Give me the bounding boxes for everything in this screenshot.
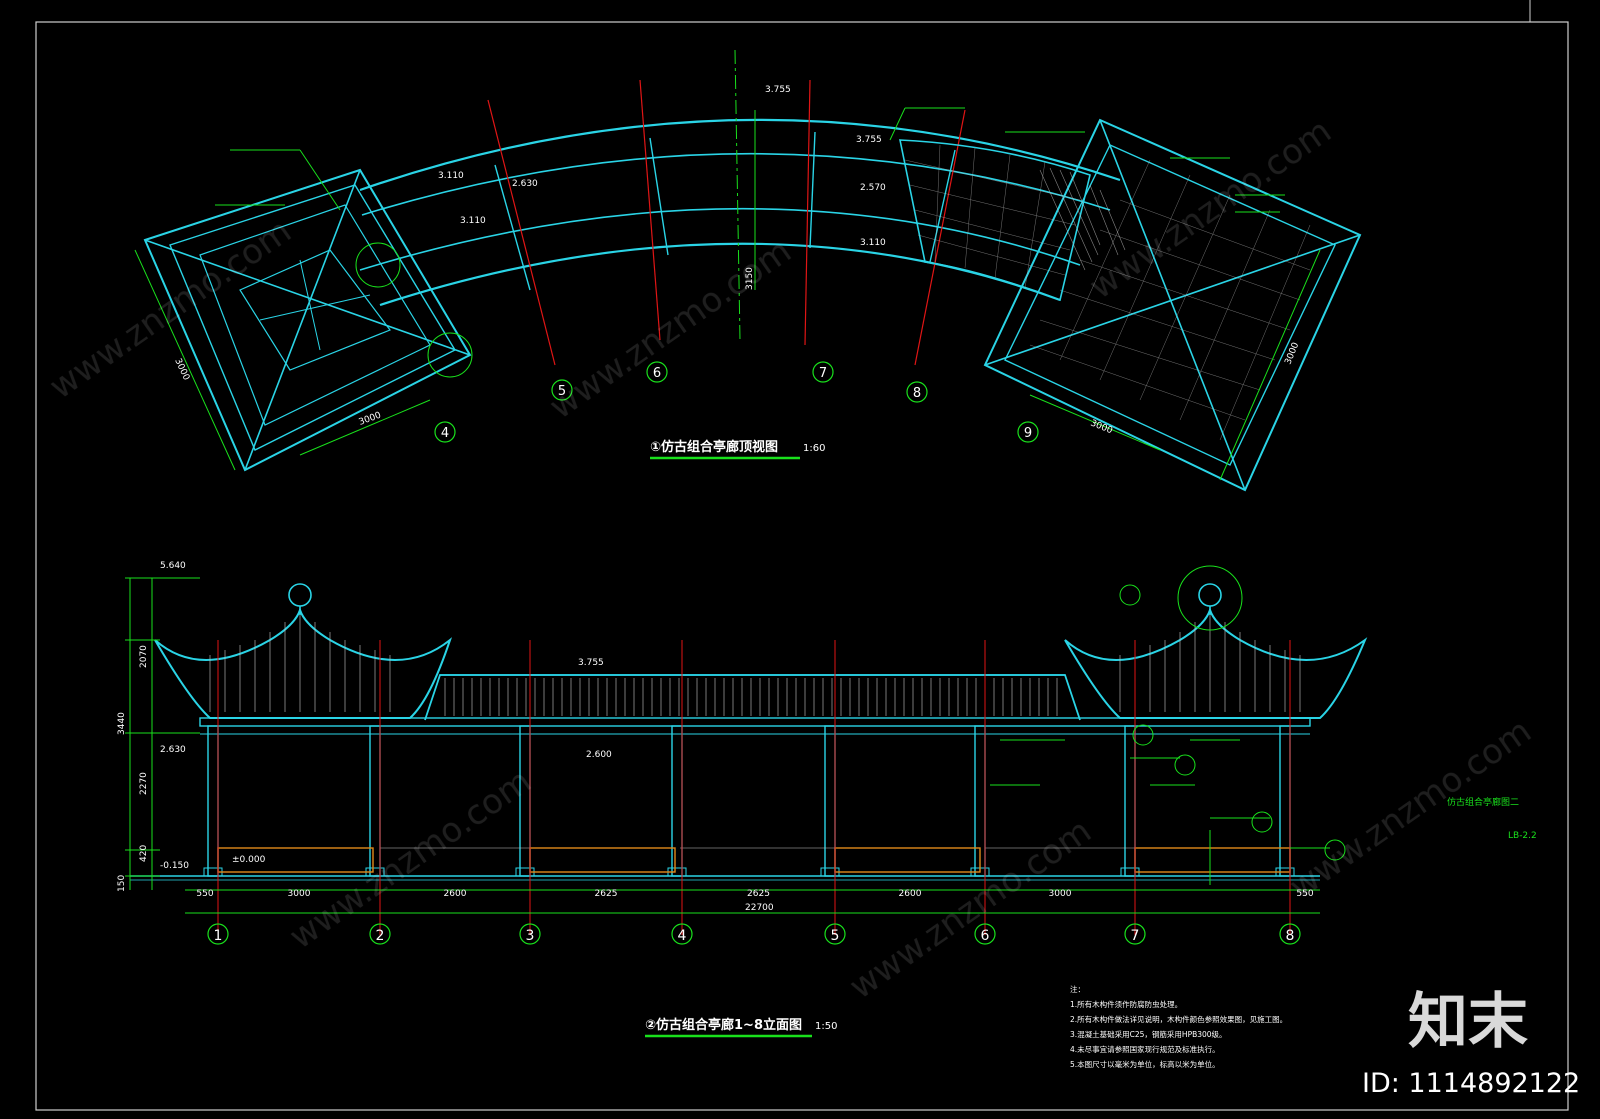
plan-label: 3.110 [860, 238, 886, 248]
elevation-axis-bubble [1124, 923, 1146, 945]
right-roof [1064, 606, 1368, 719]
span-dim: 550 [1296, 889, 1313, 899]
side-title: 仿古组合亭廊图二 [1447, 796, 1519, 808]
plan-label-top: 3.755 [765, 85, 791, 95]
plan-label: 2.630 [512, 179, 538, 189]
left-pavilion-outline [143, 168, 472, 472]
span-dim: 2625 [595, 889, 618, 899]
watermark-text: www.znzmo.com [842, 811, 1098, 1007]
plan-vertical-dim: 3150 [745, 267, 755, 290]
sheet-code: LB-2.2 [1508, 831, 1537, 841]
plan-label: 2.570 [860, 183, 886, 193]
elevation-title: ②仿古组合亭廊1~8立面图 [645, 1017, 802, 1033]
notes: 注： 1.所有木构件须作防腐防虫处理。 2.所有木构件做法详见说明，木构件颜色参… [1070, 984, 1287, 1069]
elevation-axis-label: 1 [214, 928, 223, 944]
elevation-scale: 1:50 [815, 1021, 837, 1032]
plan-axis-label: 4 [441, 426, 449, 441]
plan-axis-bubble [906, 381, 928, 403]
elevation-axis-label: 4 [678, 928, 687, 944]
left-dim: 150 [117, 875, 127, 892]
watermark-text: www.znzmo.com [1282, 711, 1538, 907]
plan-label: 3.110 [438, 171, 464, 181]
arc-3 [359, 207, 1081, 271]
plan-axis-bubble [646, 361, 668, 383]
span-dim: 3000 [1049, 889, 1072, 899]
total-dim: 22700 [745, 903, 774, 913]
watermark-text: www.znzmo.com [42, 211, 298, 407]
elevation-axis-label: 5 [831, 928, 840, 944]
plan-axis-label: 5 [558, 384, 566, 399]
level-mid: 3.755 [578, 658, 604, 668]
elevation-axis-bubble [1279, 923, 1301, 945]
level-eave: 2.630 [160, 745, 186, 755]
plan-label: 3.110 [460, 216, 486, 226]
left-dim: 2070 [139, 645, 149, 668]
level-ground: ±0.000 [232, 855, 266, 865]
arc-outer [359, 118, 1121, 192]
left-dim: 420 [139, 845, 149, 862]
elevation-axis-label: 6 [981, 928, 990, 944]
arc-2 [361, 152, 1111, 216]
front-elevation: 5.640 2.630 3.755 2.600 ±0.000 -0.150 20… [117, 561, 1368, 1038]
left-dim: 2270 [139, 772, 149, 795]
column [671, 725, 683, 877]
elevation-axis-label: 3 [526, 928, 535, 944]
note-line: 1.所有木构件须作防腐防虫处理。 [1070, 999, 1182, 1009]
watermark-id: ID: 1114892122 [1362, 1068, 1580, 1099]
sheet-frame [35, 21, 1569, 1111]
elevation-axis-bubble [207, 923, 229, 945]
level-beam: 2.600 [586, 750, 612, 760]
notes-title: 注： [1070, 984, 1085, 994]
plan-axis-label: 9 [1024, 426, 1032, 441]
elevation-axis-bubble [671, 923, 693, 945]
elevation-axis-label: 2 [376, 928, 385, 944]
elevation-axis-bubble [824, 923, 846, 945]
plan-axis-bubble [434, 421, 456, 443]
left-dim: 3440 [117, 712, 127, 735]
plan-dim: 3000 [1089, 419, 1114, 437]
note-line: 3.混凝土基础采用C25，钢筋采用HPB300级。 [1070, 1029, 1227, 1039]
plan-axis-label: 6 [653, 366, 661, 381]
span-dim: 550 [196, 889, 213, 899]
elevation-axis-label: 7 [1131, 928, 1140, 944]
column [824, 725, 836, 877]
plan-axis-bubble [812, 361, 834, 383]
elevation-axis-bubble [519, 923, 541, 945]
plan-axis-label: 8 [913, 386, 921, 401]
level-low: -0.150 [160, 861, 189, 871]
plan-dim: 3000 [1284, 341, 1302, 366]
elevation-axis-label: 8 [1286, 928, 1295, 944]
watermark-text: www.znzmo.com [282, 761, 538, 957]
plan-axis-label: 7 [819, 366, 827, 381]
span-dim: 2600 [899, 889, 922, 899]
left-roof [154, 606, 453, 719]
span-dim: 3000 [288, 889, 311, 899]
watermark-brand: 知末 [1408, 987, 1528, 1057]
note-line: 4.未尽事宜请参照国家现行规范及标准执行。 [1070, 1044, 1220, 1054]
watermark-text: www.znzmo.com [542, 231, 798, 427]
elevation-axis-bubble [369, 923, 391, 945]
plan-axis-bubble [1017, 421, 1039, 443]
span-dim: 2625 [747, 889, 770, 899]
span-dim: 2600 [444, 889, 467, 899]
plan-label: 3.755 [856, 135, 882, 145]
plan-axis-bubble [551, 379, 573, 401]
plan-scale: 1:60 [803, 443, 825, 454]
column [369, 725, 381, 877]
plan-dim: 3000 [172, 357, 191, 382]
level-top: 5.640 [160, 561, 186, 571]
column [207, 725, 219, 877]
elevation-axis-bubble [974, 923, 996, 945]
note-line: 5.本图尺寸以毫米为单位，标高以米为单位。 [1070, 1059, 1220, 1069]
column [1279, 725, 1291, 877]
plan-title: ①仿古组合亭廊顶视图 [650, 439, 778, 455]
note-line: 2.所有木构件做法详见说明，木构件颜色参照效果图，见施工图。 [1070, 1014, 1287, 1024]
column [1124, 725, 1136, 877]
